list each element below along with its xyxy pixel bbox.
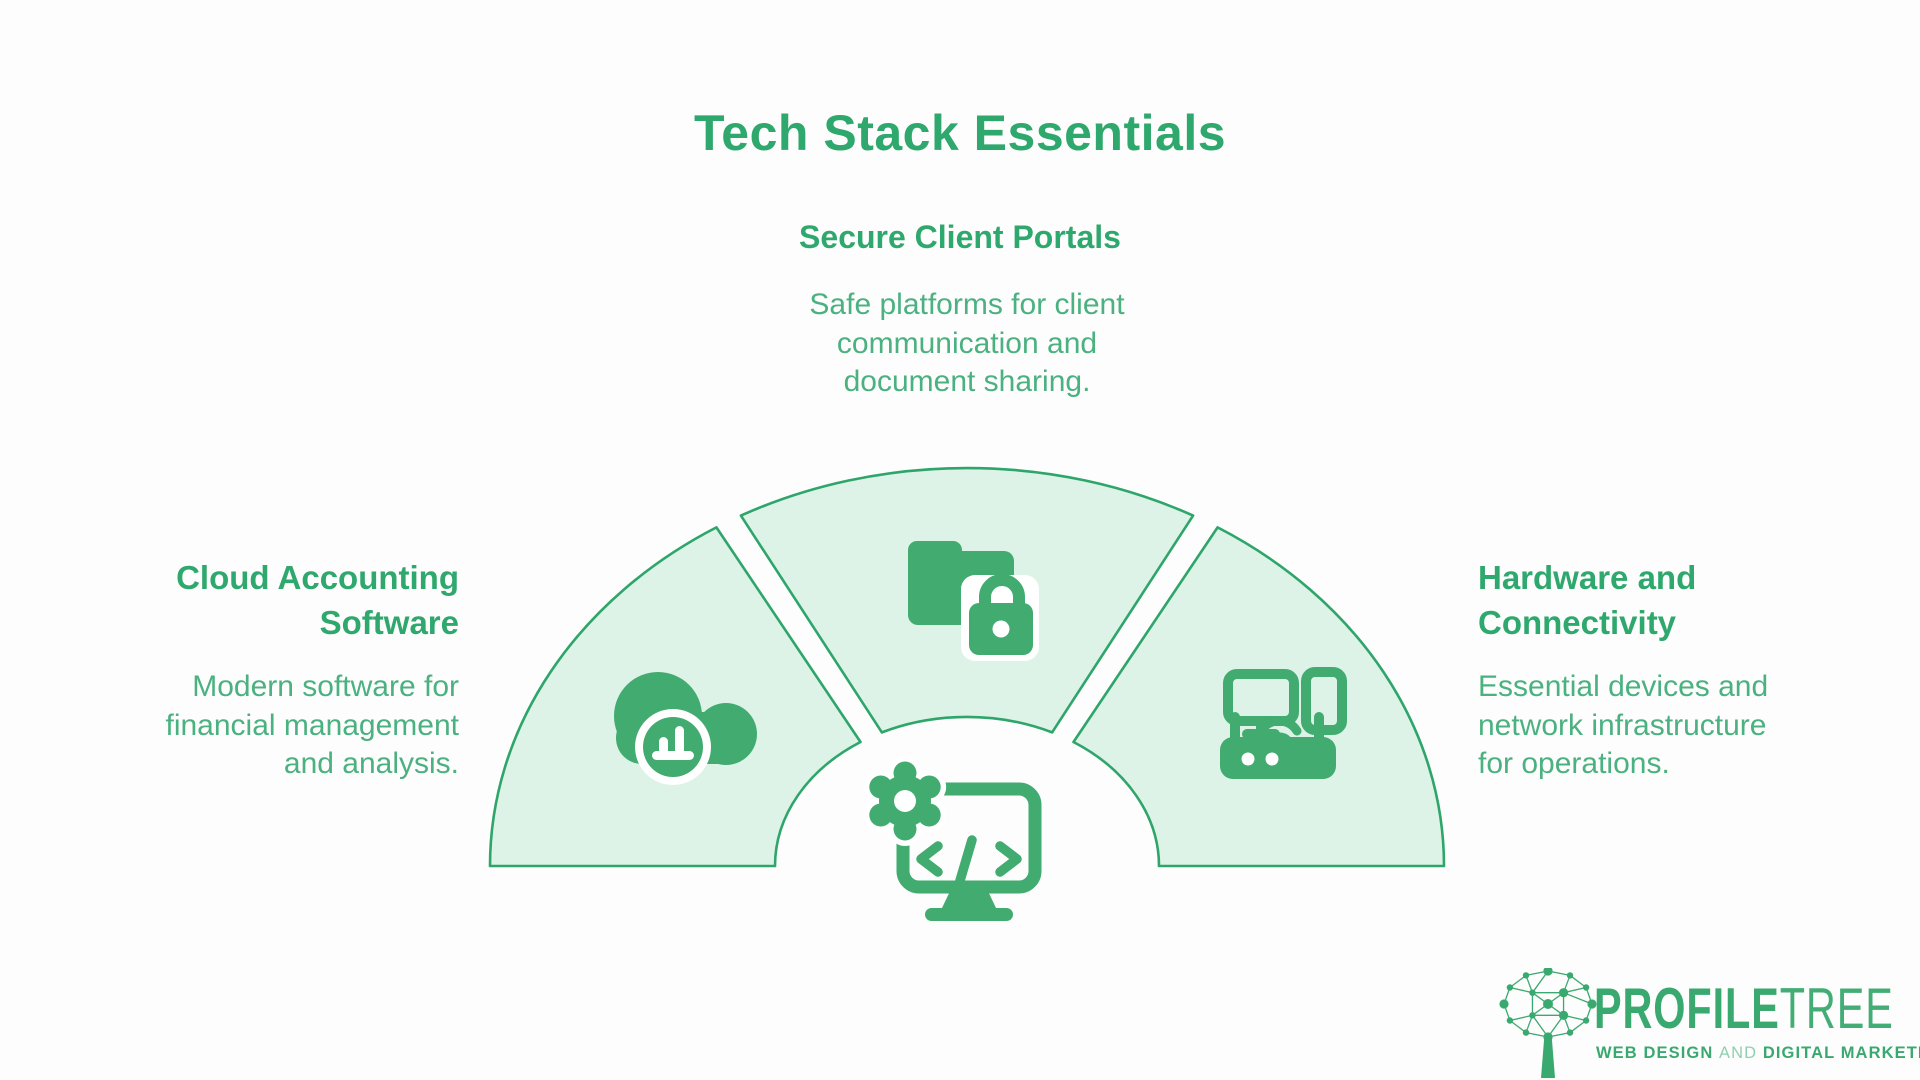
body-line: financial management [165,708,459,742]
body-line: for operations. [1478,747,1670,781]
page-title: Tech Stack Essentials [693,105,1227,161]
wedge-right [1072,526,1446,868]
body-line: Safe platforms for client [809,288,1125,321]
section-heading-cloud-accounting: Cloud Accounting Software [39,556,459,646]
logo-text-tree: TREE [1779,975,1894,1041]
body-line: Essential devices and [1478,670,1769,703]
section-heading-secure-client-portals: Secure Client Portals [799,219,1121,255]
devices-network-icon [1220,667,1347,779]
logo-tagline: WEB DESIGN AND DIGITAL MARKETING [1596,1044,1920,1063]
section-body-secure-client-portals: Safe platforms for client communication … [660,286,1274,402]
heading-line: Hardware and [1478,559,1697,596]
logo-wordmark: PROFILETREE [1594,974,1894,1042]
body-line: and analysis. [283,747,459,781]
logo-text-profile: PROFILE [1594,975,1780,1041]
development-monitor-gear-icon [863,756,1042,921]
body-line: communication and [836,326,1098,360]
heading-line: Connectivity [1478,603,1677,641]
section-body-hardware-connectivity: Essential devices and network infrastruc… [1478,668,1908,784]
body-line: document sharing. [843,365,1091,399]
tagline-web-design: WEB DESIGN [1596,1044,1714,1062]
body-line: Modern software for [192,670,459,703]
tagline-digital-marketing: DIGITAL MARKETING [1762,1044,1920,1062]
heading-line: Software [319,603,459,641]
heading-line: Cloud Accounting [176,559,459,596]
secure-folder-lock-icon [908,541,1039,661]
cloud-analytics-icon [614,672,757,785]
section-heading-hardware-connectivity: Hardware and Connectivity [1478,556,1908,646]
gear-icon [869,761,941,841]
logo-tree-icon [1499,968,1597,1078]
code-brackets-icon [916,835,1022,889]
tagline-and: AND [1719,1044,1758,1062]
profiletree-logo: PROFILETREE WEB DESIGN AND DIGITAL MARKE… [1490,968,1920,1080]
body-line: network infrastructure [1478,708,1767,742]
section-body-cloud-accounting: Modern software for financial management… [39,668,459,784]
